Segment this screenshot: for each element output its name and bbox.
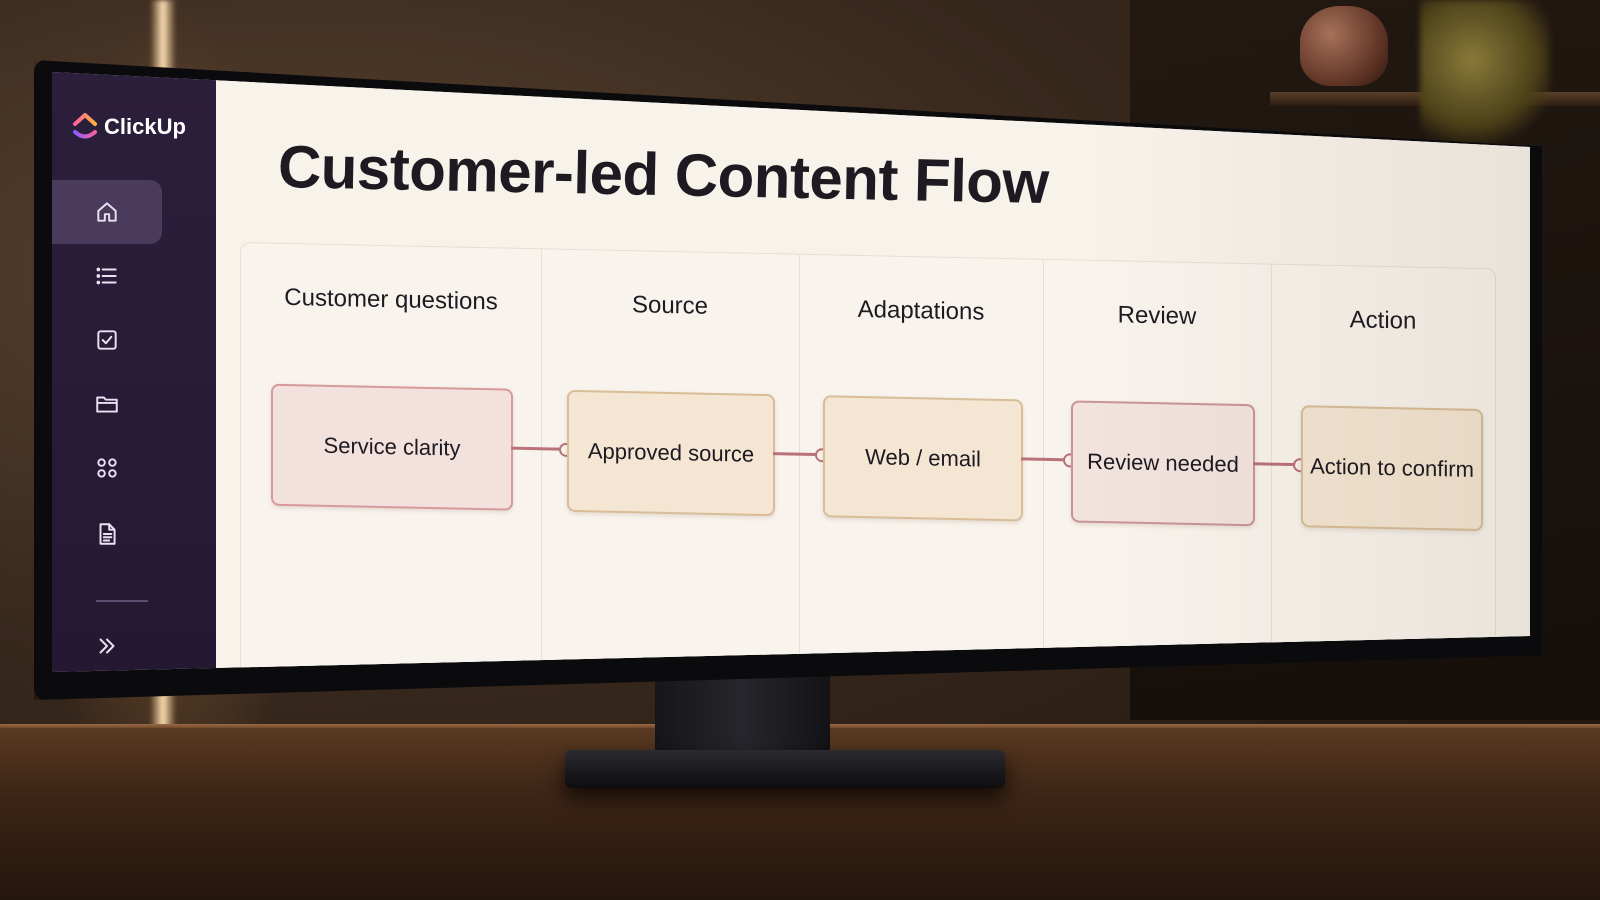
card-service-clarity[interactable]: Service clarity	[271, 383, 513, 511]
monitor-screen: ClickUp	[52, 72, 1530, 672]
sidebar-divider	[96, 600, 148, 602]
column-header: Customer questions	[284, 283, 498, 316]
apps-grid-icon	[97, 458, 117, 478]
document-icon	[99, 523, 116, 545]
plant	[1420, 0, 1550, 150]
sidebar-item-list[interactable]	[52, 244, 162, 308]
flow-board: Customer questions Source Adaptations Re…	[240, 242, 1496, 672]
card-review-needed[interactable]: Review needed	[1071, 400, 1255, 527]
page-title: Customer-led Content Flow	[277, 133, 1050, 217]
sidebar: ClickUp	[52, 72, 216, 672]
double-chevron-right-icon	[99, 638, 115, 654]
column-header: Source	[631, 291, 709, 320]
sidebar-item-tasks[interactable]	[52, 308, 162, 372]
sidebar-item-apps[interactable]	[52, 436, 162, 500]
sidebar-item-folders[interactable]	[52, 372, 162, 436]
column-header: Review	[1117, 301, 1197, 331]
sidebar-expand-button[interactable]	[52, 614, 162, 672]
checkbox-icon	[97, 330, 117, 350]
clickup-logo-icon	[73, 113, 97, 139]
sidebar-item-docs[interactable]	[52, 502, 162, 566]
folder-icon	[96, 396, 118, 413]
app-logo[interactable]: ClickUp	[72, 110, 186, 144]
vase	[1300, 6, 1388, 86]
main-content: Customer-led Content Flow Customer quest…	[216, 72, 1530, 672]
list-icon	[96, 267, 117, 285]
home-icon	[97, 202, 117, 222]
app-name: ClickUp	[104, 114, 186, 139]
card-action-to-confirm[interactable]: Action to confirm	[1301, 405, 1483, 532]
monitor-stand-base	[565, 750, 1005, 788]
column-header: Action	[1349, 306, 1417, 335]
column-header: Adaptations	[857, 295, 985, 326]
card-web-email[interactable]: Web / email	[823, 395, 1023, 522]
sidebar-item-home[interactable]	[52, 180, 162, 244]
card-approved-source[interactable]: Approved source	[567, 389, 775, 517]
